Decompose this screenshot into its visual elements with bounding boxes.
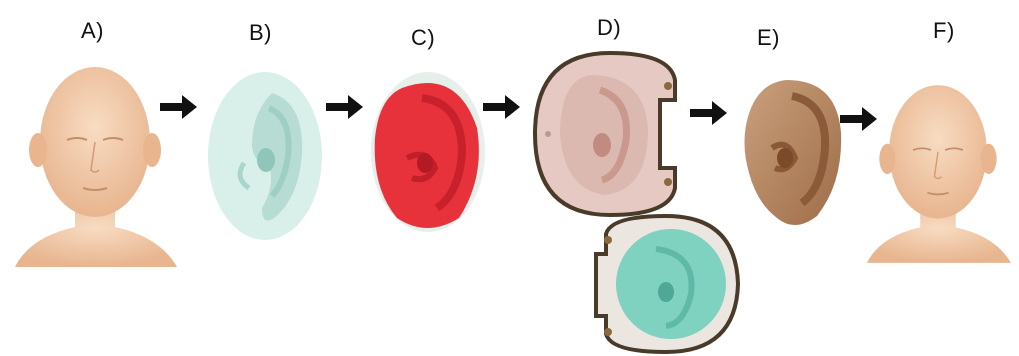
arrow-right-icon	[690, 100, 728, 126]
step-label-a: A)	[81, 18, 104, 44]
ear-prosthesis-icon	[737, 78, 845, 228]
arrow-right-icon	[326, 94, 364, 120]
step-label-d: D)	[597, 15, 621, 41]
ear-wax-model-icon	[367, 68, 489, 238]
ear-mold-icon	[530, 50, 690, 218]
ear-mold-icon	[586, 214, 744, 354]
arrow-right-icon	[160, 94, 198, 120]
ear-cast-icon	[204, 68, 326, 248]
step-label-f: F)	[933, 18, 955, 44]
head-front-icon	[5, 62, 185, 272]
head-front-icon	[858, 68, 1018, 280]
step-label-e: E)	[757, 25, 780, 51]
step-label-b: B)	[249, 20, 272, 46]
step-label-c: C)	[411, 25, 435, 51]
arrow-right-icon	[483, 94, 521, 120]
